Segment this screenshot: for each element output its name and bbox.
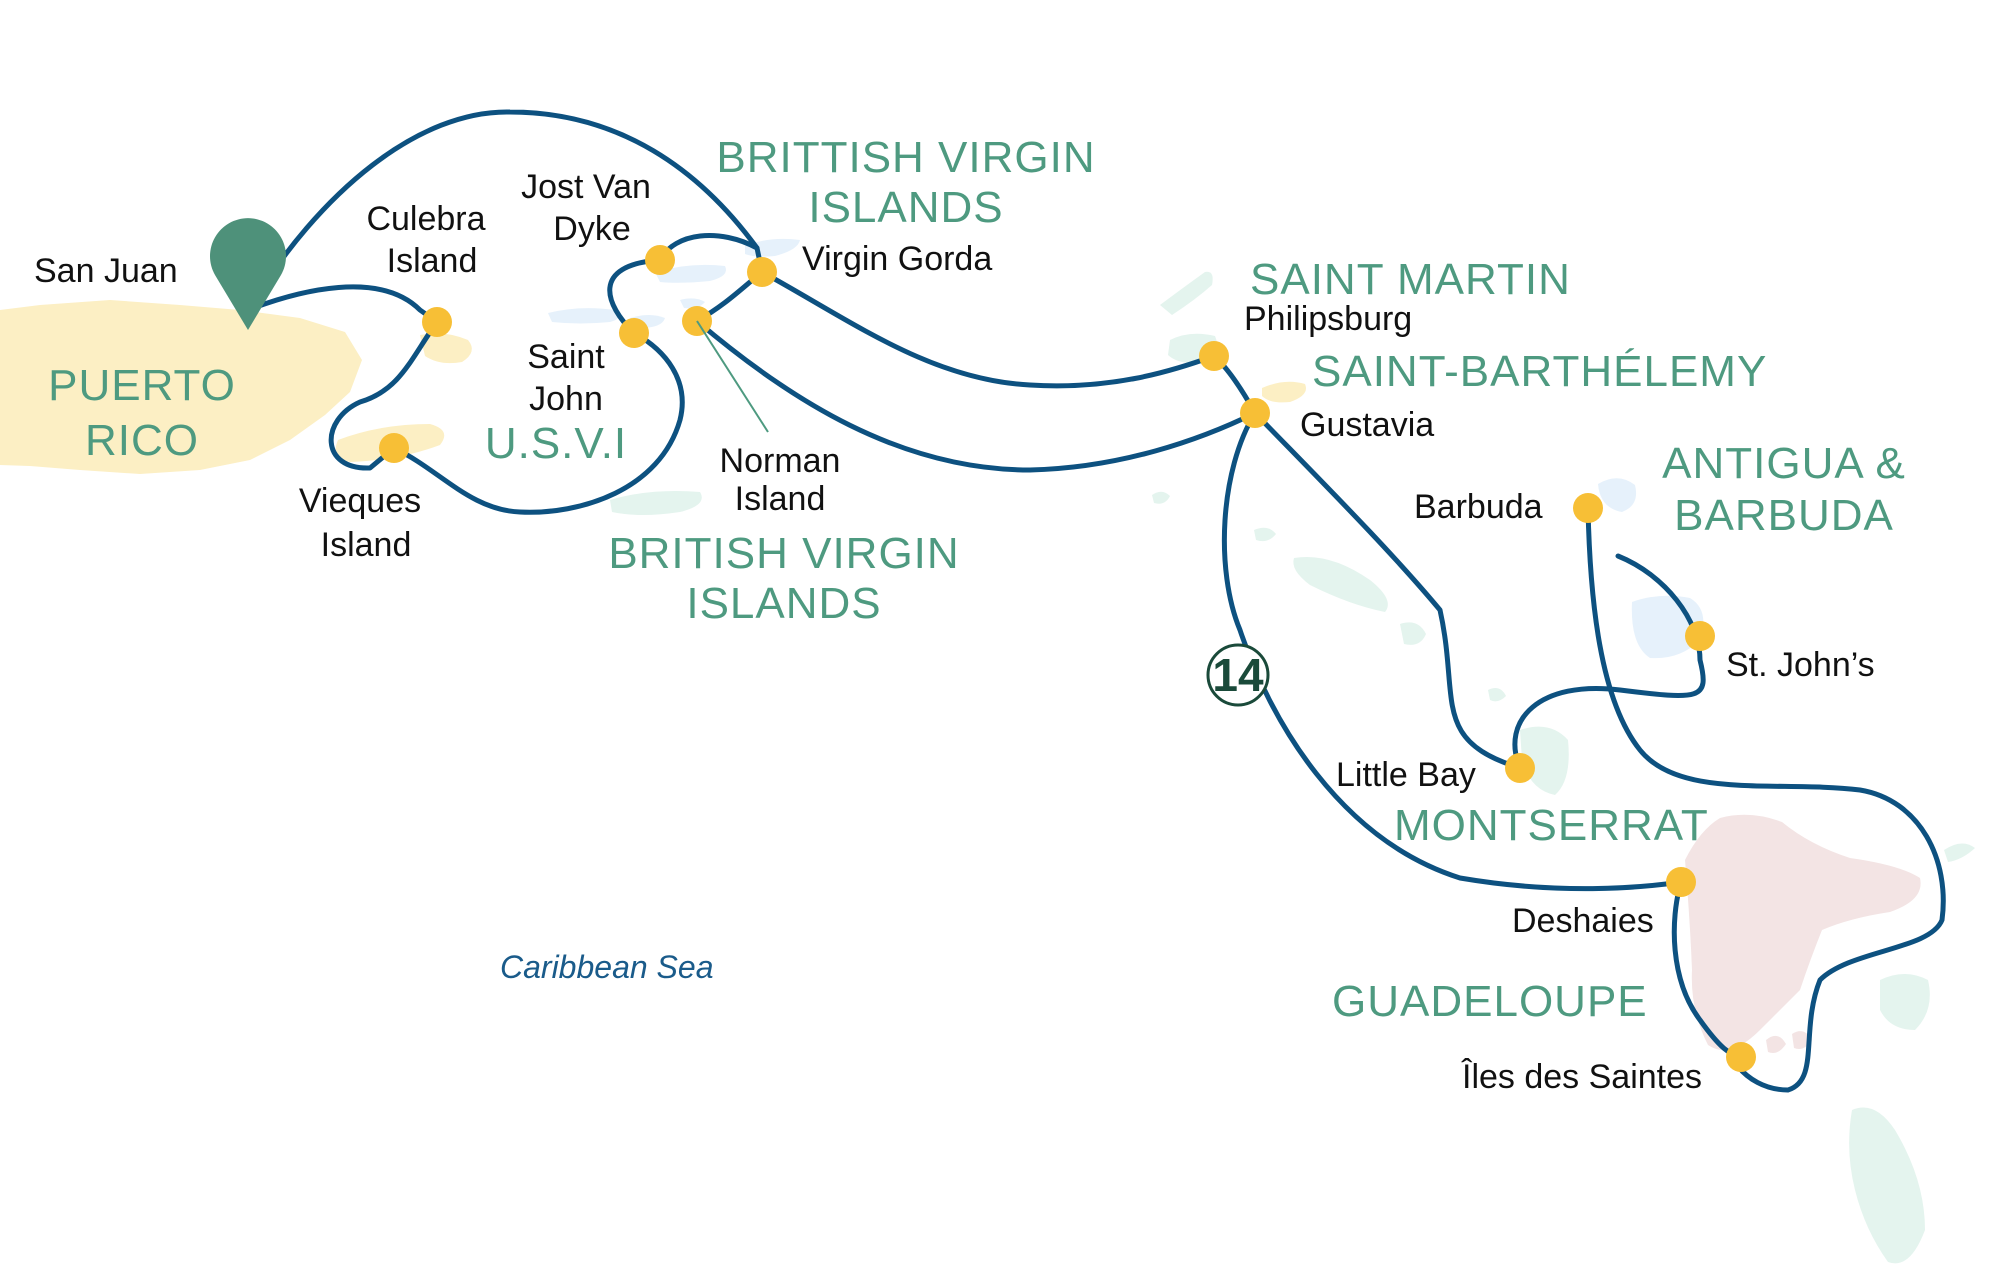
place-label-little-bay: Little Bay bbox=[1336, 756, 1476, 794]
region-label-brittish-virgin-islands-line1: BRITTISH VIRGIN bbox=[716, 133, 1095, 182]
port-iles-des-saintes[interactable] bbox=[1726, 1042, 1756, 1072]
route-segment bbox=[1221, 410, 1684, 892]
place-label-st-johns: St. John’s bbox=[1726, 646, 1875, 684]
place-label-vieques-line2: Island bbox=[321, 526, 412, 564]
land-anguilla bbox=[1160, 271, 1213, 315]
map-pin-icon[interactable] bbox=[210, 218, 286, 330]
place-label-culebra-line1: Culebra bbox=[366, 200, 485, 238]
place-label-vieques-line1: Vieques bbox=[299, 482, 421, 520]
place-label-jost-van-dyke-line1: Jost Van bbox=[521, 168, 651, 206]
port-barbuda[interactable] bbox=[1573, 493, 1603, 523]
land-montserrat bbox=[1520, 726, 1569, 795]
land-statia bbox=[1254, 527, 1276, 542]
port-virgin-gorda[interactable] bbox=[747, 257, 777, 287]
land-culebra bbox=[420, 333, 472, 364]
region-label-british-virgin-islands-line1: BRITISH VIRGIN bbox=[608, 529, 959, 578]
land-st-kitts bbox=[1293, 556, 1388, 612]
place-label-norman-island-line1: Norman bbox=[720, 442, 841, 480]
duration-badge-label: 14 bbox=[1212, 649, 1264, 701]
region-label-antigua-barbuda-line1: ANTIGUA & bbox=[1662, 439, 1906, 488]
route-segment bbox=[391, 330, 685, 515]
place-label-jost-van-dyke-line2: Dyke bbox=[553, 210, 630, 248]
place-label-saint-john-line2: John bbox=[529, 380, 603, 418]
land-redonda bbox=[1488, 688, 1506, 702]
place-label-saint-john-line1: Saint bbox=[527, 338, 605, 376]
route-segment bbox=[1512, 553, 1706, 771]
place-label-san-juan: San Juan bbox=[34, 252, 178, 290]
region-label-guadeloupe: GUADELOUPE bbox=[1332, 977, 1648, 1026]
place-label-virgin-gorda: Virgin Gorda bbox=[802, 240, 992, 278]
ports-layer bbox=[379, 245, 1756, 1072]
place-labels: San Juan Culebra Island Vieques Island J… bbox=[34, 168, 1875, 1096]
route-segment bbox=[759, 269, 1217, 389]
land-nevis bbox=[1400, 622, 1426, 645]
land-saba bbox=[1152, 491, 1170, 504]
region-labels: PUERTO RICO BRITTISH VIRGIN ISLANDS U.S.… bbox=[48, 133, 1906, 1026]
place-label-deshaies: Deshaies bbox=[1512, 902, 1654, 940]
route-segment bbox=[694, 318, 1258, 473]
place-label-culebra-line2: Island bbox=[387, 242, 478, 280]
region-label-puerto-rico-line1: PUERTO bbox=[48, 361, 236, 410]
land-tortola bbox=[655, 264, 726, 283]
land-marie-galante bbox=[1880, 974, 1930, 1030]
place-label-iles-des-saintes: Îles des Saintes bbox=[1461, 1058, 1702, 1096]
place-label-philipsburg: Philipsburg bbox=[1244, 300, 1412, 338]
port-vieques[interactable] bbox=[379, 433, 409, 463]
land-les-saintes-1 bbox=[1766, 1035, 1786, 1053]
port-gustavia[interactable] bbox=[1240, 398, 1270, 428]
port-jost-van-dyke[interactable] bbox=[645, 245, 675, 275]
port-deshaies[interactable] bbox=[1666, 867, 1696, 897]
land-st-thomas bbox=[548, 308, 619, 324]
region-label-british-virgin-islands-line2: ISLANDS bbox=[686, 579, 881, 628]
route-segment bbox=[1585, 505, 1946, 1093]
port-little-bay[interactable] bbox=[1505, 753, 1535, 783]
route-segment bbox=[1252, 410, 1523, 771]
land-puerto-rico bbox=[0, 300, 362, 474]
duration-badge: 14 bbox=[1206, 643, 1270, 707]
sea-label-caribbean: Caribbean Sea bbox=[500, 949, 713, 985]
route-segment bbox=[245, 109, 760, 313]
region-label-brittish-virgin-islands-line2: ISLANDS bbox=[808, 183, 1003, 232]
land-desirade bbox=[1944, 843, 1975, 862]
land-guadeloupe bbox=[1685, 814, 1921, 1050]
region-label-saint-martin: SAINT MARTIN bbox=[1250, 255, 1571, 304]
region-label-puerto-rico-line2: RICO bbox=[85, 416, 199, 465]
region-label-saint-barthelemy: SAINT-BARTHÉLEMY bbox=[1312, 347, 1767, 396]
port-culebra[interactable] bbox=[422, 307, 452, 337]
place-label-barbuda: Barbuda bbox=[1414, 488, 1543, 526]
route-segment bbox=[328, 319, 440, 471]
land-barbuda bbox=[1598, 478, 1637, 512]
land-norman bbox=[680, 298, 705, 309]
land-layer bbox=[0, 238, 1975, 1264]
region-label-usvi: U.S.V.I bbox=[485, 419, 627, 468]
land-saint-barthelemy bbox=[1262, 381, 1306, 403]
land-st-croix bbox=[610, 491, 702, 515]
port-saint-john[interactable] bbox=[619, 318, 649, 348]
land-dominica bbox=[1849, 1107, 1925, 1264]
region-label-antigua-barbuda-line2: BARBUDA bbox=[1674, 491, 1894, 540]
route-segment bbox=[245, 284, 440, 325]
region-label-montserrat: MONTSERRAT bbox=[1394, 801, 1709, 850]
port-st-johns[interactable] bbox=[1685, 621, 1715, 651]
place-label-gustavia: Gustavia bbox=[1300, 406, 1434, 444]
place-label-norman-island-line2: Island bbox=[735, 480, 826, 518]
port-philipsburg[interactable] bbox=[1199, 341, 1229, 371]
norman-island-leader-line bbox=[696, 320, 769, 433]
